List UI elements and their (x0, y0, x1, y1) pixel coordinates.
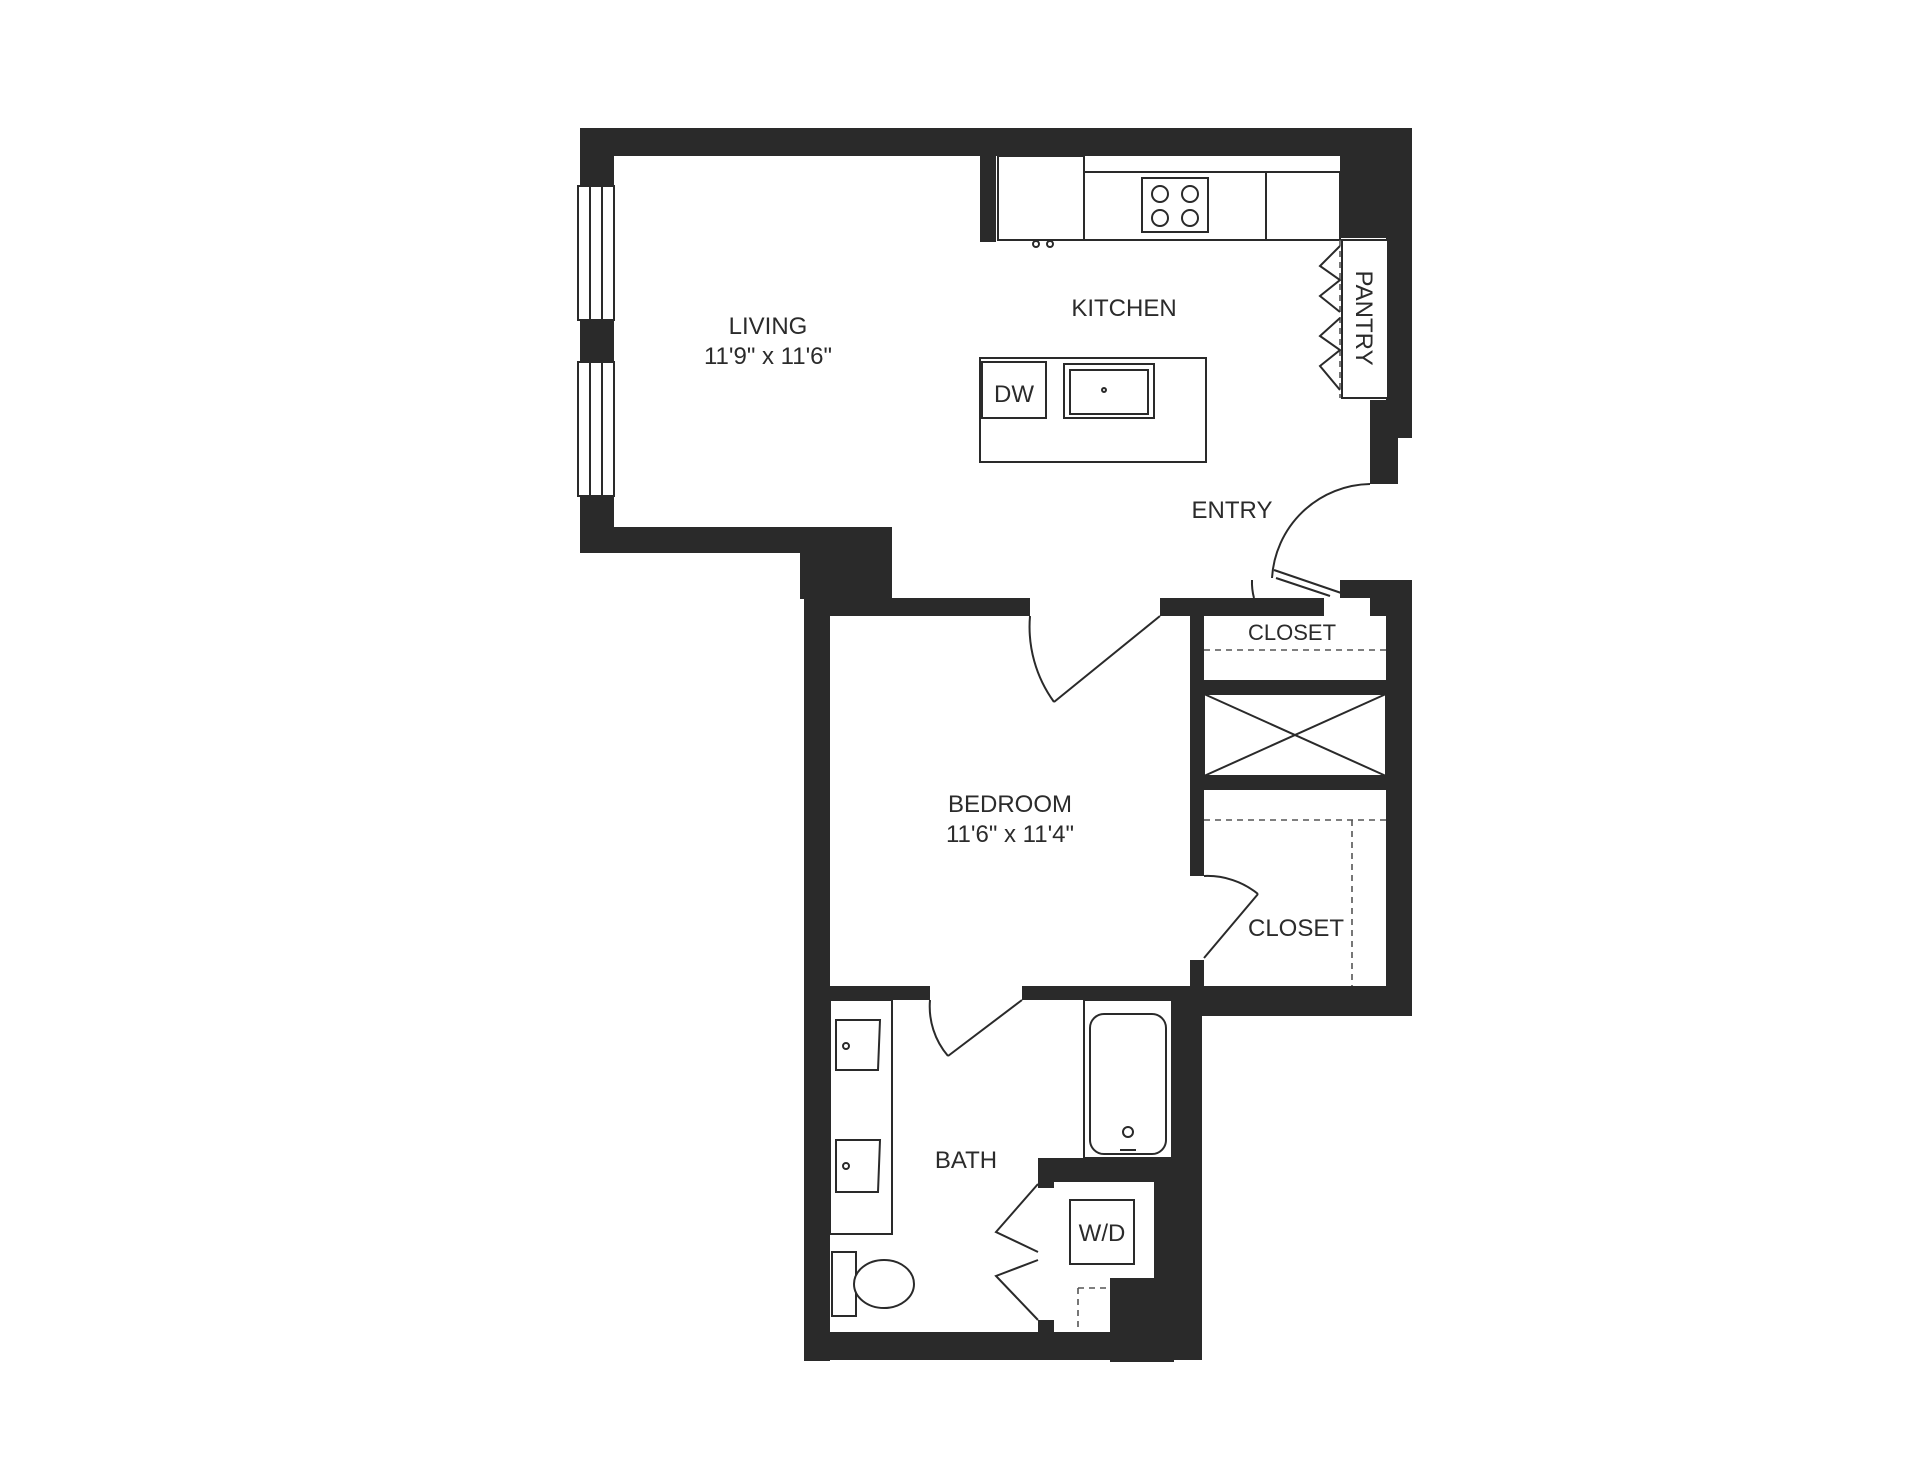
sink-icon (835, 1019, 882, 1071)
kitchen-counters (997, 155, 1341, 248)
pantry-label: PANTRY (1350, 270, 1377, 365)
living-windows (577, 185, 615, 497)
closet-top (1204, 579, 1386, 651)
living-dims: 11'9" x 11'6" (704, 343, 832, 370)
closet-top-label: CLOSET (1248, 620, 1336, 645)
washer-dryer-label: W/D (1079, 1220, 1126, 1247)
sink-icon (1063, 363, 1155, 419)
entry-label: ENTRY (1192, 497, 1273, 524)
bath-label: BATH (935, 1147, 997, 1174)
pantry: PANTRY (1318, 239, 1389, 399)
toilet-icon (831, 1251, 915, 1317)
bath-fixtures (829, 999, 1173, 1317)
living-label: LIVING (729, 313, 808, 340)
sink-icon (835, 1139, 882, 1193)
entry-door (1271, 483, 1371, 597)
closet-bedroom-label: CLOSET (1248, 915, 1344, 942)
laundry: W/D (994, 1183, 1135, 1332)
dishwasher-label: DW (994, 381, 1034, 408)
bathtub-icon (1083, 999, 1173, 1159)
bath-door (928, 999, 1023, 1057)
bedroom-label: BEDROOM (948, 791, 1072, 818)
bedroom-door (1028, 615, 1161, 703)
room-labels: LIVING 11'9" x 11'6" KITCHEN ENTRY CLOSE… (704, 295, 1344, 1174)
cooktop-icon (1141, 177, 1209, 233)
closet-bedroom (1203, 819, 1386, 986)
kitchen-label: KITCHEN (1071, 295, 1176, 322)
mechanical-closet (1203, 693, 1387, 777)
bedroom-dims: 11'6" x 11'4" (946, 821, 1074, 848)
kitchen-island: DW (979, 357, 1207, 463)
